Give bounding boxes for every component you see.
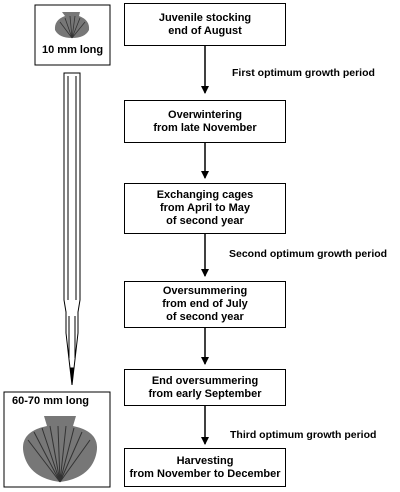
step-line: of second year [166, 215, 244, 227]
large-shell-label: 60-70 mm long [12, 395, 90, 407]
step-overwintering: Overwintering from late November [124, 100, 286, 143]
small-shell-label: 10 mm long [42, 44, 104, 56]
period-label-second: Second optimum growth period [229, 248, 388, 260]
step-line: Juvenile stocking [158, 11, 252, 24]
step-line: Overwintering [168, 108, 242, 121]
growth-gauge [63, 72, 81, 386]
step-oversummering: Oversummering from end of July of second… [124, 281, 286, 328]
small-scallop-icon [54, 12, 90, 39]
period-label-third: Third optimum growth period [230, 429, 377, 441]
step-line: End oversummering [151, 374, 259, 387]
period-label-first: First optimum growth period [232, 67, 375, 79]
small-shell-box [34, 4, 111, 66]
step-line: from early September [148, 387, 262, 400]
step-end-oversummering: End oversummering from early September [124, 369, 286, 406]
step-line: from November to December [129, 467, 281, 480]
step-line: of second year [166, 311, 244, 323]
step-line: Oversummering [162, 285, 248, 297]
step-exchanging-cages: Exchanging cages from April to May of se… [124, 183, 286, 234]
step-harvesting: Harvesting from November to December [124, 448, 286, 487]
step-line: Harvesting [176, 454, 234, 467]
step-line: end of August [168, 24, 242, 37]
step-line: from April to May [159, 202, 251, 214]
large-scallop-icon [22, 416, 98, 483]
step-juvenile-stocking: Juvenile stocking end of August [124, 3, 286, 46]
step-line: from late November [153, 121, 257, 134]
step-line: from end of July [162, 298, 248, 310]
large-shell-box [3, 391, 111, 488]
step-line: Exchanging cages [156, 189, 254, 201]
